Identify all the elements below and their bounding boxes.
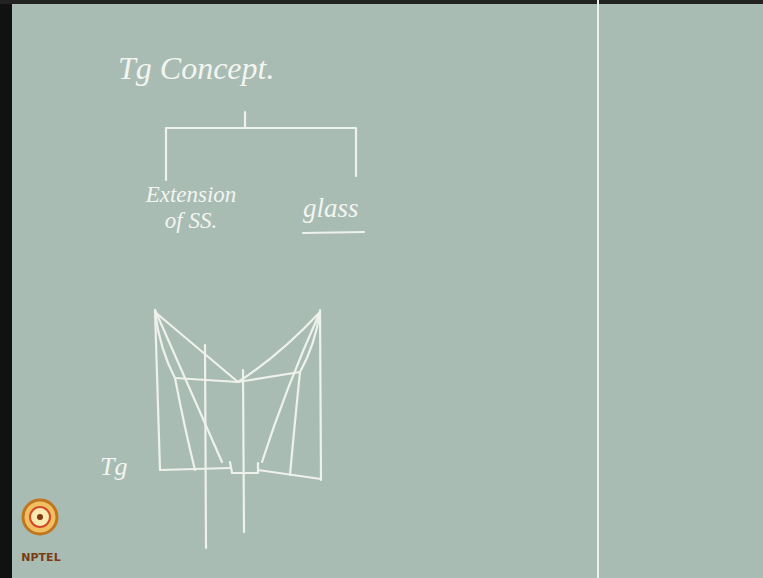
logo-ring bbox=[30, 507, 50, 527]
axis bbox=[320, 310, 321, 480]
logo-text: NPTEL bbox=[16, 552, 66, 565]
composition-line bbox=[243, 370, 244, 532]
extended-line bbox=[262, 312, 320, 462]
chalk-label: Tg bbox=[100, 452, 150, 482]
tg-line bbox=[160, 468, 230, 470]
board-divider bbox=[597, 0, 599, 578]
liquidus bbox=[155, 312, 238, 382]
extended-line bbox=[155, 310, 222, 462]
logo-center bbox=[37, 514, 43, 520]
board-edge bbox=[0, 0, 12, 578]
chalk-lines bbox=[155, 112, 364, 548]
composition-line bbox=[205, 345, 206, 548]
chalk-label: glass bbox=[303, 193, 383, 224]
board-edge bbox=[0, 0, 763, 4]
underline bbox=[303, 232, 364, 233]
eutectic-line bbox=[175, 372, 300, 382]
liquidus bbox=[238, 312, 320, 382]
solvus bbox=[290, 372, 300, 475]
solidus bbox=[155, 312, 175, 378]
tg-line bbox=[258, 470, 321, 479]
nptel-logo bbox=[23, 500, 57, 534]
bracket bbox=[166, 128, 356, 180]
logo-ring bbox=[23, 500, 57, 534]
bracket bbox=[244, 112, 246, 128]
chalk-label: Tg Concept. bbox=[118, 50, 288, 87]
chalk-label: Extension of SS. bbox=[135, 182, 247, 235]
